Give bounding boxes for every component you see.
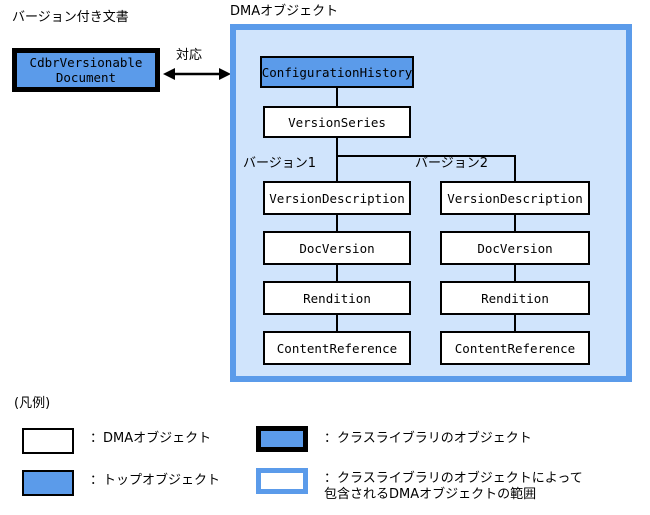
legend-swatch-top-object [22,470,74,496]
cdbr-versionable-document-node: CdbrVersionable Document [12,48,160,92]
legend-swatch-dma-object [22,428,74,454]
node-version-series: VersionSeries [263,106,411,138]
connector-version-1-1 [336,215,338,231]
node-version-2-version-description: VersionDescription [440,181,590,215]
connector-root-to-series [336,88,338,106]
branch-label-version-2: バージョン2 [415,156,489,171]
correspondence-label: 対応 [176,48,203,63]
node-version-1-rendition: Rendition [263,281,411,315]
node-version-2-doc-version: DocVersion [440,231,590,265]
legend-label-dma-object: ：DMAオブジェクト [90,431,212,446]
connector-version-1-3 [336,315,338,331]
node-configuration-history: ConfigurationHistory [260,56,414,88]
cdbr-versionable-document-label: CdbrVersionable Document [29,55,143,85]
correspondence-arrow-icon [163,66,231,80]
connector-version-2-2 [514,265,516,281]
connector-bus-to-branch-1 [336,155,338,181]
legend-label-class-library-object: ：クラスライブラリのオブジェクト [324,431,532,446]
node-version-1-content-reference: ContentReference [263,331,411,365]
legend-title: (凡例) [14,396,51,411]
connector-series-to-bus [336,138,338,156]
branch-bus-horizontal [336,155,516,157]
connector-bus-to-branch-2 [514,155,516,181]
versionable-document-caption: バージョン付き文書 [12,10,129,25]
node-version-2-rendition: Rendition [440,281,590,315]
node-version-2-content-reference: ContentReference [440,331,590,365]
connector-version-1-2 [336,265,338,281]
dma-object-caption: DMAオブジェクト [230,4,339,19]
legend-swatch-class-library-object [256,426,308,452]
connector-version-2-3 [514,315,516,331]
connector-version-2-1 [514,215,516,231]
branch-label-version-1: バージョン1 [243,156,317,171]
node-version-1-version-description: VersionDescription [263,181,411,215]
legend-label-top-object: ：トップオブジェクト [90,473,221,488]
legend-label-contained-dma-scope: ：クラスライブラリのオブジェクトによって 包含されるDMAオブジェクトの範囲 [324,471,583,502]
node-version-1-doc-version: DocVersion [263,231,411,265]
legend-swatch-contained-dma-scope [256,468,308,494]
